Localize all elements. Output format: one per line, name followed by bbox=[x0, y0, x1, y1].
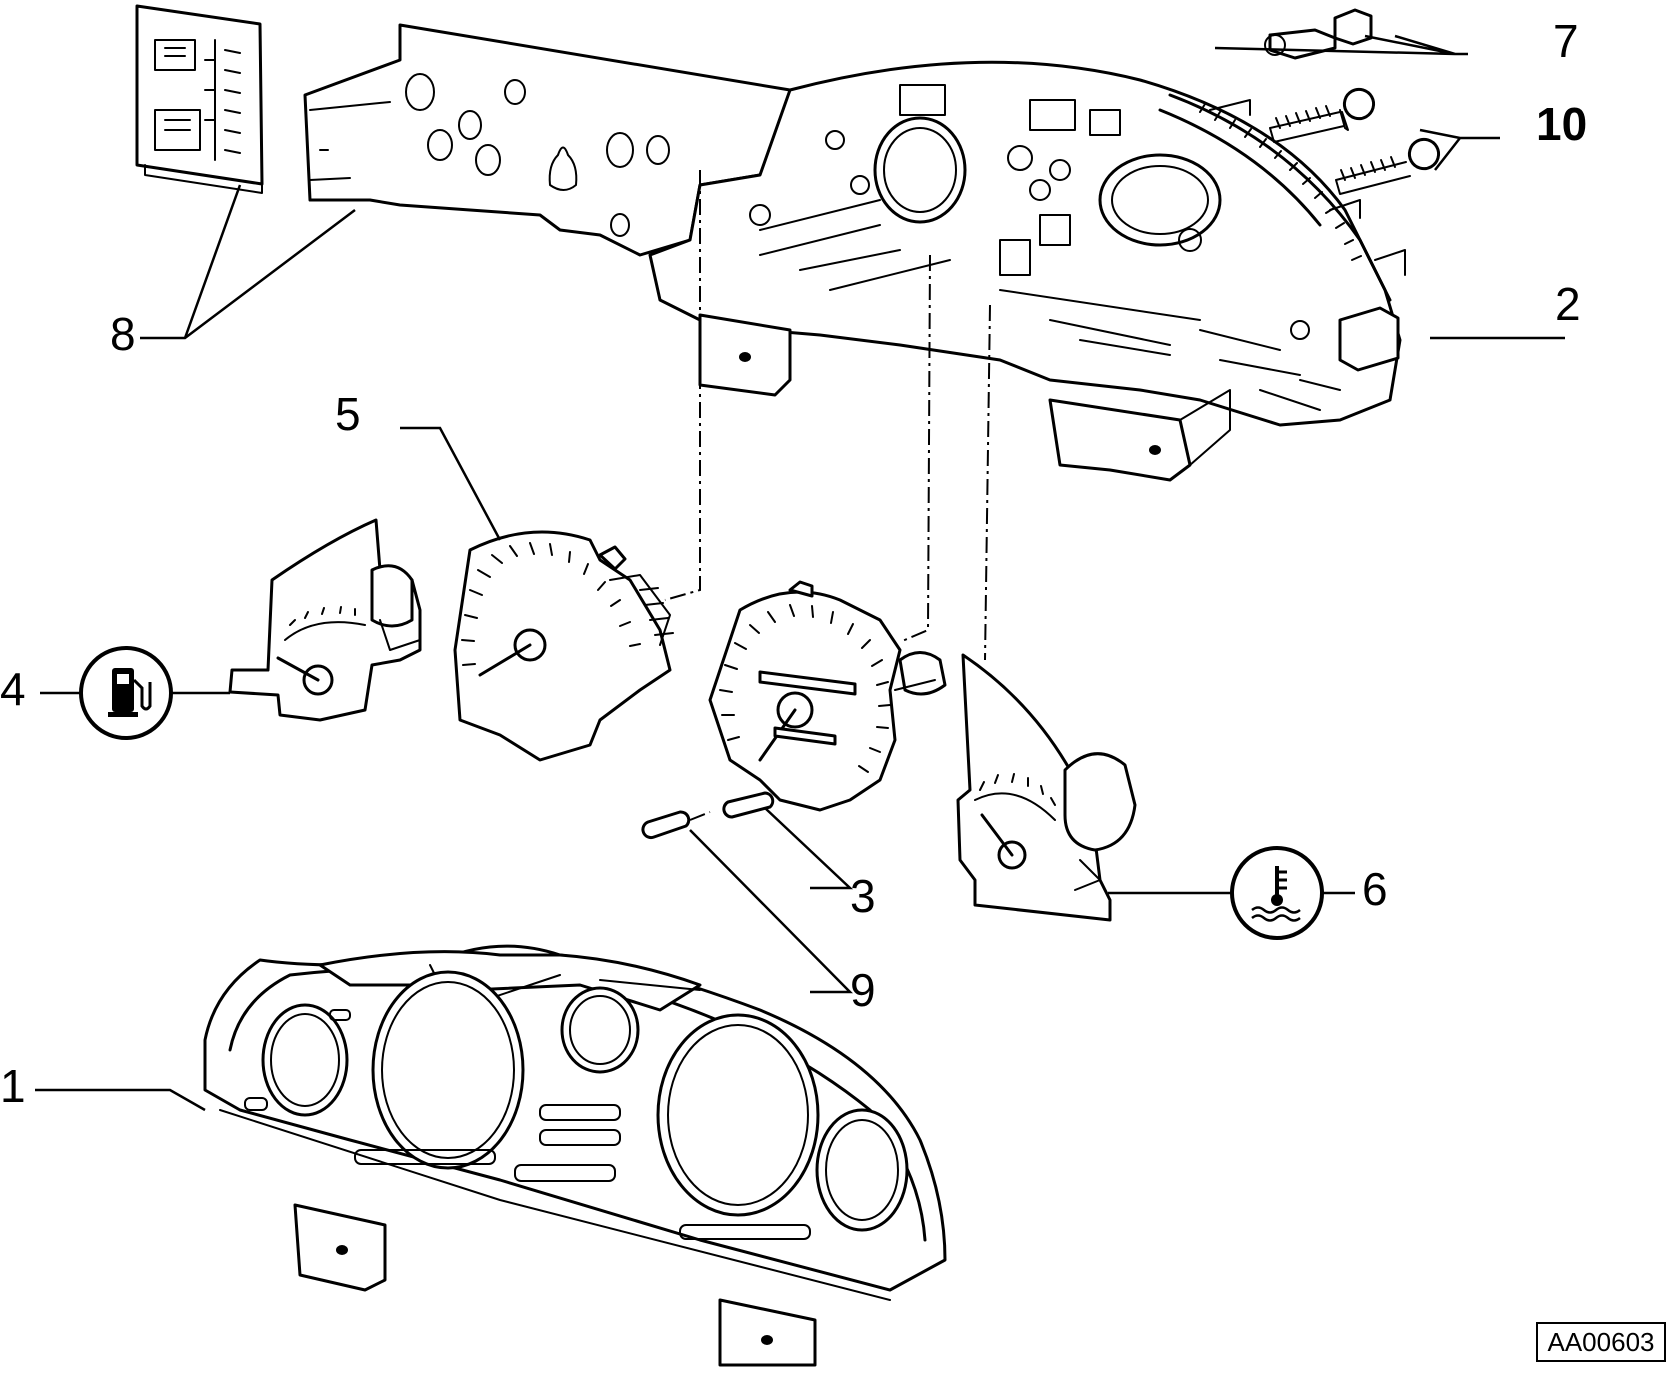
assembly-lines bbox=[664, 170, 991, 821]
part-1-front-bezel bbox=[203, 944, 947, 1367]
callout-1: 1 bbox=[0, 1060, 26, 1112]
callout-5: 5 bbox=[335, 388, 361, 440]
fuel-pump-icon bbox=[79, 646, 173, 740]
callout-4: 4 bbox=[0, 663, 26, 715]
part-6-temperature-gauge bbox=[956, 653, 1137, 922]
part-10-screws bbox=[1269, 87, 1441, 195]
callout-7: 7 bbox=[1553, 15, 1579, 67]
coolant-temperature-icon bbox=[1230, 846, 1324, 940]
part-3-speedometer bbox=[708, 580, 947, 812]
part-5-tachometer bbox=[453, 530, 674, 762]
part-2-instrument-housing bbox=[303, 23, 1406, 482]
callout-10: 10 bbox=[1536, 98, 1587, 150]
part-4-fuel-gauge bbox=[228, 518, 422, 722]
drawing-reference-label: AA00603 bbox=[1536, 1322, 1666, 1362]
callout-9: 9 bbox=[850, 964, 876, 1016]
leader-lines bbox=[35, 34, 1565, 1112]
part-8-circuit-board bbox=[135, 4, 264, 194]
callout-6: 6 bbox=[1362, 863, 1388, 915]
callout-3: 3 bbox=[850, 870, 876, 922]
part-9-bulb bbox=[641, 810, 691, 840]
callout-8: 8 bbox=[110, 308, 136, 360]
callout-2: 2 bbox=[1555, 278, 1581, 330]
part-3-bulb bbox=[722, 791, 775, 819]
